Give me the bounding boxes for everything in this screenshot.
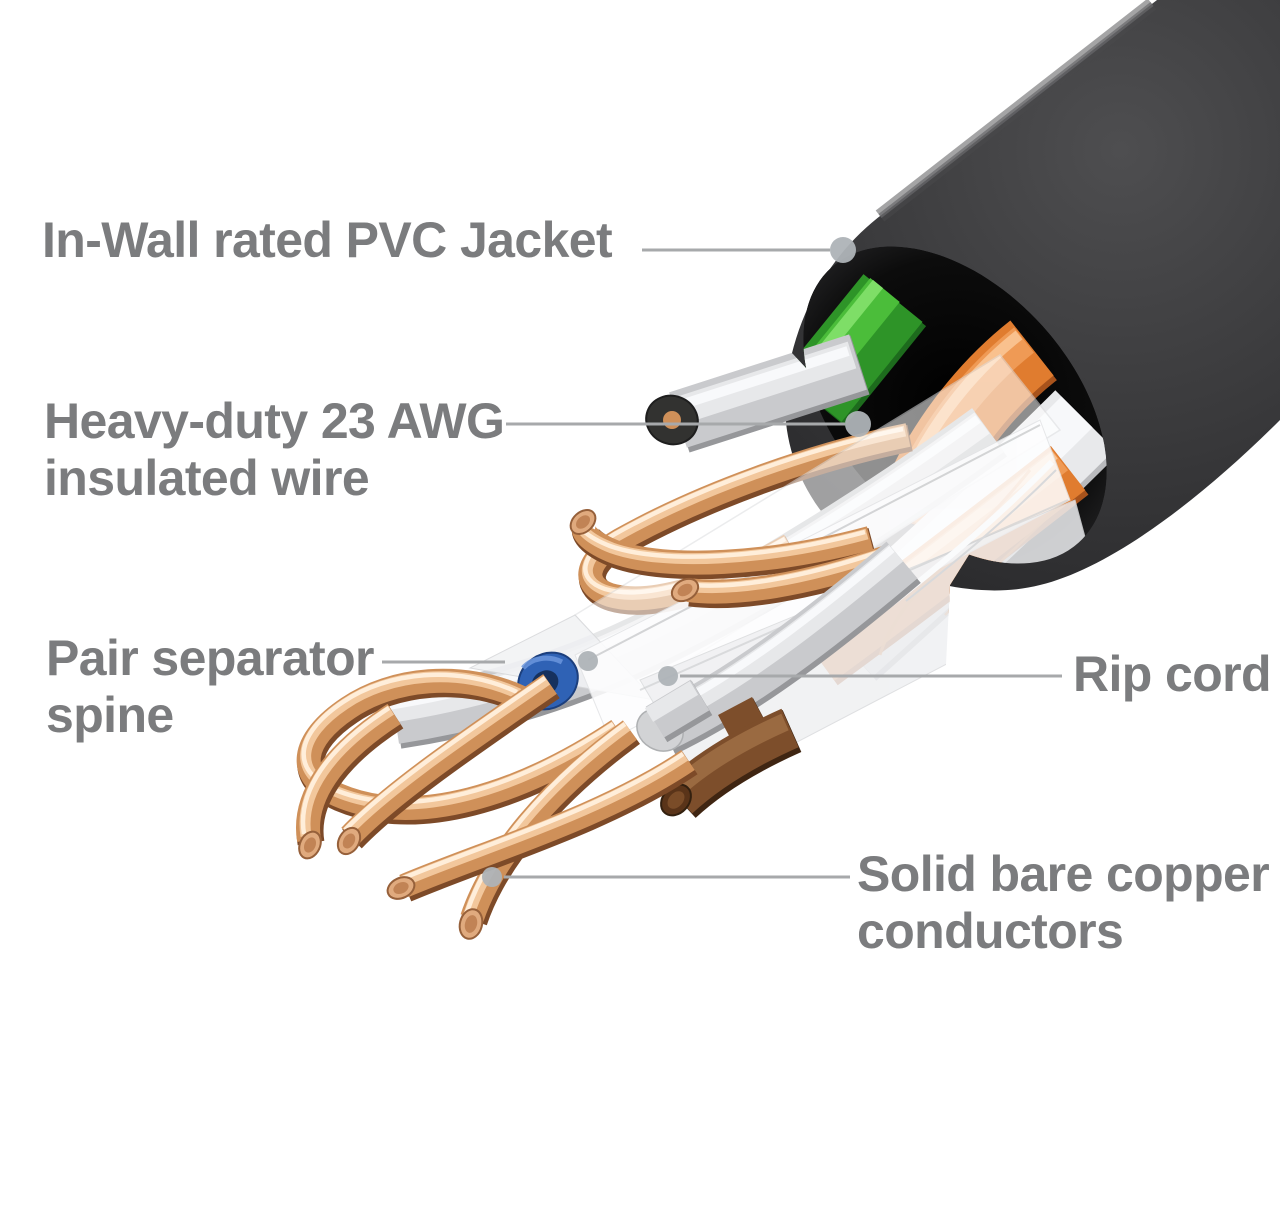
callout-dot-jacket (830, 237, 856, 263)
copper-strand-2 (336, 678, 552, 856)
label-awg: Heavy-duty 23 AWG insulated wire (44, 393, 505, 506)
copper-strand-tip-upper-1 (569, 509, 872, 565)
label-ripcord: Rip cord (1073, 646, 1272, 702)
cable-interior (295, 246, 1166, 940)
label-copper: Solid bare copper conductors (857, 846, 1270, 959)
jacket-edge-highlight (878, 2, 1154, 218)
copper-strand-4 (386, 754, 690, 903)
callouts (382, 237, 1062, 887)
label-jacket: In-Wall rated PVC Jacket (42, 212, 613, 268)
callout-dot-spine (578, 651, 598, 671)
copper-strand-tip-upper-2 (670, 550, 892, 606)
brown-insulated-wire (655, 712, 792, 821)
label-spine: Pair separator spine (46, 630, 374, 743)
copper-strand-1 (295, 708, 396, 860)
callout-dot-awg (845, 411, 871, 437)
callout-dot-copper (482, 867, 502, 887)
copper-strand-3 (458, 724, 632, 940)
callout-dot-ripcord (658, 666, 678, 686)
